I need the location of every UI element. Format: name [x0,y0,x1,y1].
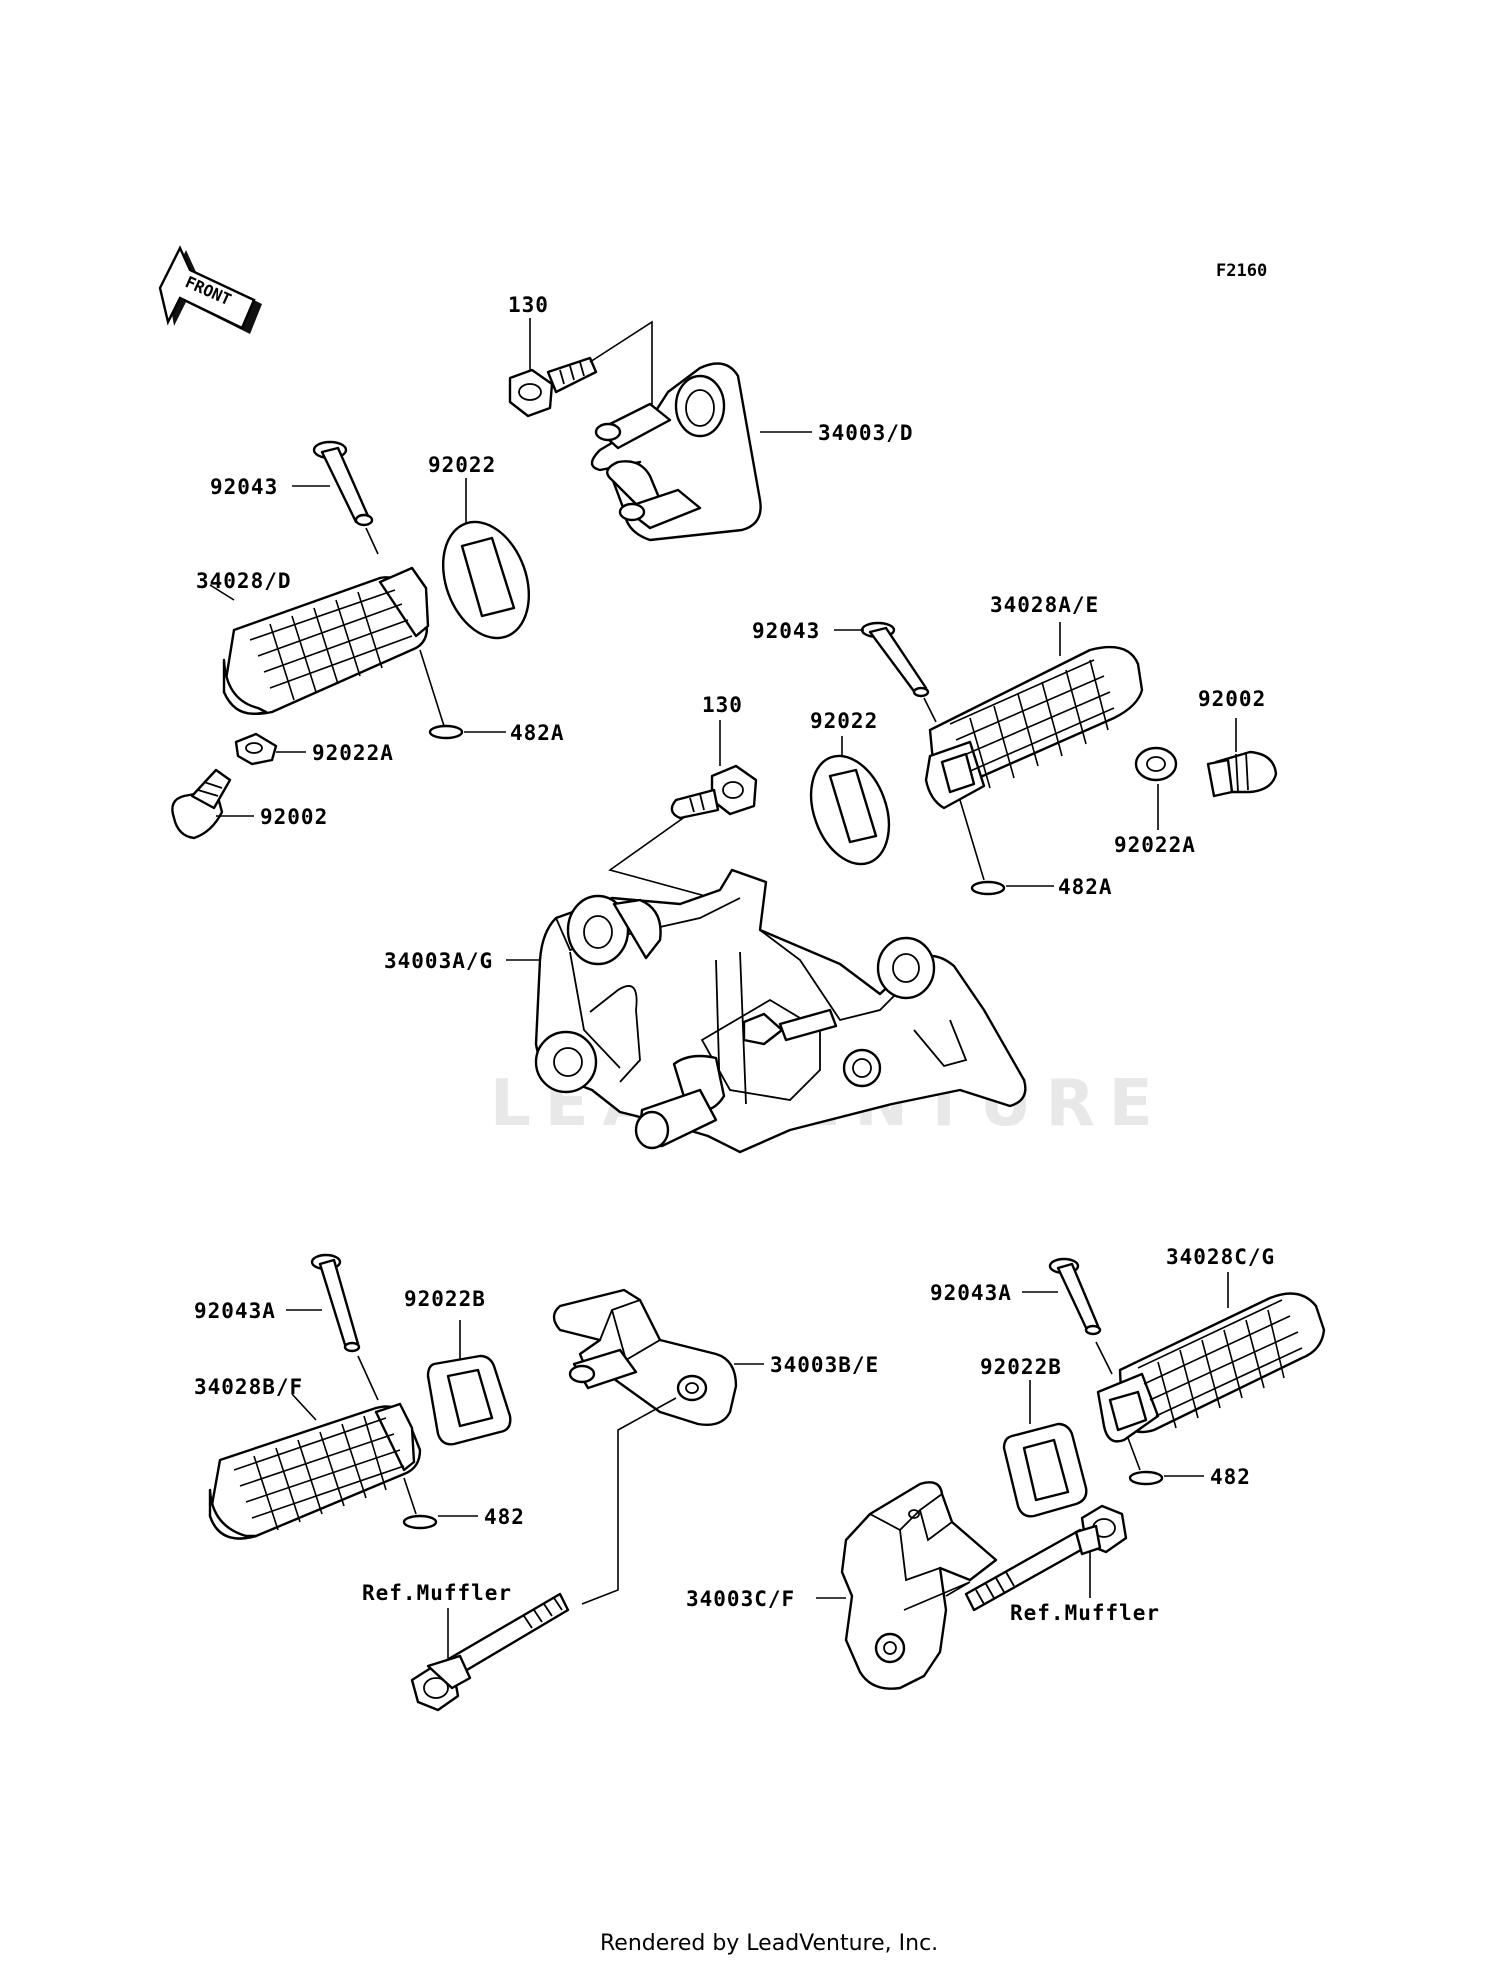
pin-92043-left [312,440,374,527]
label-34003cf: 34003C/F [686,1587,795,1611]
label-92043a-left: 92043A [194,1299,276,1323]
label-92043-left: 92043 [210,475,278,499]
label-92022b-right: 92022B [980,1355,1062,1379]
label-muffler-right: Ref.Muffler [1010,1601,1160,1625]
bracket-34003ag [534,868,1027,1154]
footpeg-34028d [222,566,430,715]
stud-92002-left [171,768,232,840]
footpeg-34028ae [924,645,1144,810]
washer-92022b-left [426,1354,512,1446]
label-92022b-left: 92022B [404,1287,486,1311]
label-34003d: 34003/D [818,421,914,445]
washer-92022-right [809,754,891,866]
washer-92022b-right [1002,1422,1088,1518]
label-muffler-left: Ref.Muffler [362,1581,512,1605]
label-92002-left: 92002 [260,805,328,829]
pin-92043a-left [310,1253,361,1353]
label-92022-left: 92022 [428,453,496,477]
label-34028cg: 34028C/G [1166,1245,1275,1269]
bracket-34003d [590,362,762,542]
footpeg-34028bf [208,1402,422,1540]
pin-92043-right [860,621,930,698]
washer-482-right [1128,1470,1164,1486]
label-482a-left: 482A [510,721,565,745]
washer-482a-left [428,724,464,740]
bolt-muffler-left [410,1592,570,1712]
bolt-130-top [508,356,598,418]
diagram-code: F2160 [1216,261,1267,281]
washer-92022-left [441,520,531,640]
label-34028bf: 34028B/F [194,1375,303,1399]
label-482-right: 482 [1210,1465,1251,1489]
label-482a-right: 482A [1058,875,1113,899]
footpeg-34028cg [1096,1292,1326,1443]
bolt-130-mid [670,764,758,820]
front-arrow-icon: FRONT [158,245,262,334]
label-34028d: 34028/D [196,569,292,593]
label-92043a-right: 92043A [930,1281,1012,1305]
label-92043-right: 92043 [752,619,820,643]
washer-482a-right [970,880,1006,896]
label-34003ag: 34003A/G [384,949,493,973]
label-482-left: 482 [484,1505,525,1529]
stud-92002-right [1206,750,1278,798]
bracket-34003cf [840,1481,998,1690]
label-92022a-left: 92022A [312,741,394,765]
label-92002-right: 92002 [1198,687,1266,711]
pin-92043a-right [1048,1257,1102,1336]
nut-92022a-right [1134,746,1178,782]
bolt-muffler-right [964,1504,1128,1612]
footer-credit: Rendered by LeadVenture, Inc. [600,1931,938,1956]
label-92022-right: 92022 [810,709,878,733]
nut-92022a-left [234,732,278,766]
label-92022a-right: 92022A [1114,833,1196,857]
washer-482-left [402,1514,438,1530]
label-34003be: 34003B/E [770,1353,879,1377]
label-130-mid: 130 [702,693,743,717]
bracket-34003be [552,1288,738,1426]
label-130-top: 130 [508,293,549,317]
label-34028ae: 34028A/E [990,593,1099,617]
